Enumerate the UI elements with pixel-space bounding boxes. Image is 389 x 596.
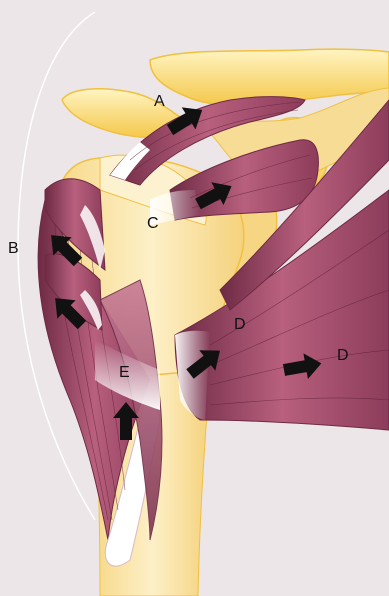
label-b: B (8, 241, 19, 257)
label-c: C (147, 216, 159, 232)
label-d-lower: D (337, 348, 349, 364)
label-e: E (119, 365, 130, 381)
label-a: A (154, 94, 165, 110)
label-d-upper: D (234, 317, 246, 333)
